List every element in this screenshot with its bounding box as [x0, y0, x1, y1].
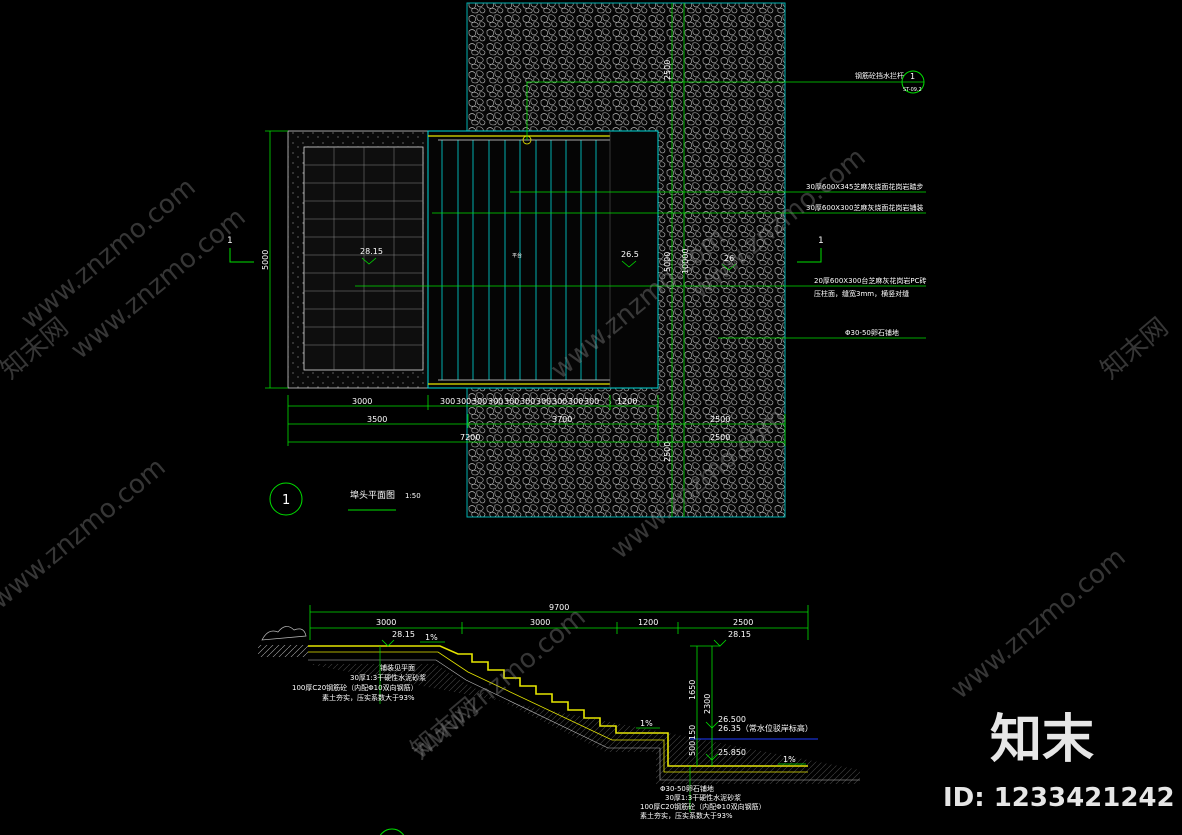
sec-dim-1200: 1200 [638, 618, 658, 627]
note-pebble: Φ30-50卵石铺地 [845, 328, 899, 337]
svg-text:1%: 1% [640, 719, 653, 728]
svg-text:300: 300 [440, 397, 455, 406]
svg-text:300: 300 [456, 397, 471, 406]
svg-text:300: 300 [536, 397, 551, 406]
dim-3700: 3700 [552, 415, 572, 424]
svg-text:25.850: 25.850 [718, 748, 746, 757]
dim-2500-b: 2500 [710, 433, 730, 442]
svg-text:1: 1 [227, 236, 233, 246]
plan-title: 埠头平面图 [350, 489, 395, 501]
step-area [427, 130, 659, 389]
sec-level-top-right: 28.15 [713, 630, 751, 647]
svg-text:300: 300 [504, 397, 519, 406]
dim-3500: 3500 [367, 415, 387, 424]
slope-1: 1% [420, 633, 445, 643]
dim-2500-a: 2500 [710, 415, 730, 424]
svg-text:1: 1 [818, 236, 824, 246]
sec-note-right-4: 素土夯实，压实系数大于93% [640, 811, 733, 820]
paving-field [303, 146, 424, 371]
svg-text:300: 300 [568, 397, 583, 406]
plan-scale: 1:50 [405, 492, 421, 500]
sec-note-left-1: 铺装见平面 [380, 663, 415, 672]
level-marker-right: 26 [721, 254, 737, 271]
plan-view: 1 ST-09.2 钢筋砼挡水拦杆 30厚600X345芝麻灰烧面花岗岩踏步 3… [227, 2, 927, 518]
svg-text:1%: 1% [783, 755, 796, 764]
plan-number: 1 [282, 493, 290, 508]
step-lines [438, 139, 610, 381]
note-joint: 压柱面，缝宽3mm，横竖对缝 [814, 289, 909, 298]
vdim-2500-bottom: 2500 [663, 442, 672, 462]
svg-text:26: 26 [724, 254, 734, 263]
note-paving-stone: 30厚600X300芝麻灰烧面花岗岩铺装 [806, 203, 923, 212]
note-pc-brick: 20厚600X300台芝麻灰花岗岩PC砖 [814, 276, 927, 285]
svg-text:28.15: 28.15 [728, 630, 751, 639]
level-marker-mid: 26.5 [621, 250, 639, 268]
watermark-url-5: www.znzmo.com [0, 452, 172, 615]
note-railing: 钢筋砼挡水拦杆 [855, 71, 904, 80]
svg-text:300: 300 [552, 397, 567, 406]
sec-note-left-3: 100厚C20钢筋砼（内配Φ10双向钢筋） [292, 683, 418, 692]
brand-logo: 知末 ID: 1233421242 [943, 710, 1175, 813]
sec-dim-3000-b: 3000 [530, 618, 550, 627]
brand-name: 知末 [990, 710, 1094, 770]
svg-text:26.5: 26.5 [621, 250, 639, 259]
detail-index: 1 [910, 72, 915, 81]
sec-level-water-mid: 26.35（常水位驳岸标高） [718, 723, 813, 733]
section-view: 9700 3000 3000 1200 2500 1% 1% 1% 28.15 [258, 603, 860, 835]
brand-id: ID: 1233421242 [943, 783, 1175, 813]
sec-note-right-2: 30厚1:3干硬性水泥砂浆 [665, 793, 741, 802]
sec-note-right-3: 100厚C20钢筋砼（内配Φ10双向钢筋） [640, 802, 766, 811]
watermark-url-7: www.znzmo.com [945, 542, 1131, 705]
svg-text:300: 300 [520, 397, 535, 406]
paving-joints [304, 147, 423, 370]
svg-text:28.15: 28.15 [360, 247, 383, 256]
dim-7200: 7200 [460, 433, 480, 442]
shrub [261, 626, 307, 641]
sec-note-left-2: 30厚1:3干硬性水泥砂浆 [350, 673, 426, 682]
section-mark-left: 1 [227, 236, 254, 263]
vdim-2500-top: 2500 [663, 60, 672, 80]
slope-3: 1% [778, 755, 806, 765]
svg-text:28.15: 28.15 [392, 630, 415, 639]
vdim-5000-left: 5000 [261, 250, 270, 270]
dim-step-300s: 300 300 300 300 300 300 300 300 300 300 [440, 397, 599, 406]
slope-2: 1% [636, 719, 660, 729]
svg-text:300: 300 [472, 397, 487, 406]
sec-vdim-1650: 1650 [688, 680, 697, 700]
sec-level-top-left: 28.15 [381, 630, 415, 647]
section-number-bubble [379, 828, 405, 835]
svg-text:300: 300 [488, 397, 503, 406]
vdim-5000-right: 5000 [663, 252, 672, 272]
svg-text:1%: 1% [425, 633, 438, 642]
leader-lines [355, 3, 926, 517]
dim-lines [287, 395, 786, 446]
sec-dim-2500: 2500 [733, 618, 753, 627]
plan-number-bubble [269, 482, 303, 516]
dim-1200: 1200 [617, 397, 637, 406]
sec-vdim-2300: 2300 [703, 694, 712, 714]
vdim-10000: 10000 [681, 249, 690, 274]
sec-dim-9700: 9700 [549, 603, 569, 612]
svg-text:26.500: 26.500 [718, 715, 746, 724]
sec-dim-3000-a: 3000 [376, 618, 396, 627]
watermark-cn-2: 知末网 [1095, 312, 1174, 385]
dim-3000: 3000 [352, 397, 372, 406]
deck-label: 平台 [512, 252, 522, 259]
detail-ref: ST-09.2 [903, 87, 922, 93]
sec-vdim-500: 500 [688, 741, 697, 756]
sec-note-left-4: 素土夯实，压实系数大于93% [322, 693, 415, 702]
note-step-stone: 30厚600X345芝麻灰烧面花岗岩踏步 [806, 182, 923, 191]
svg-text:300: 300 [584, 397, 599, 406]
level-marker-left: 28.15 [360, 247, 383, 265]
watermark-cn-3: 知末网 [405, 692, 484, 765]
sec-vdim-150: 150 [688, 725, 697, 740]
sec-note-right-1: Φ30-50卵石铺地 [660, 784, 714, 793]
section-mark-right: 1 [797, 236, 824, 263]
